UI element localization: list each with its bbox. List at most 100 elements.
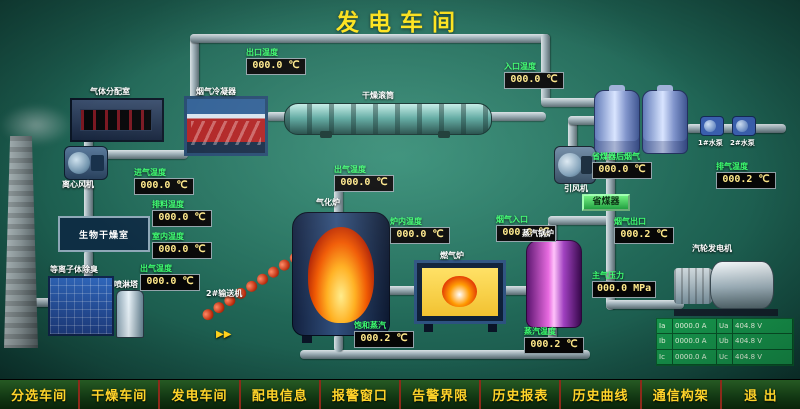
- display-value: 000.0 ℃: [496, 225, 556, 242]
- generator-base: [674, 309, 778, 316]
- conveyor-label: 2#输送机: [206, 289, 243, 298]
- generator-data-table: Ia 0000.0 A Ua 404.8 V Ib 0000.0 A Ub 40…: [656, 318, 794, 366]
- display-value: 000.0 ℃: [134, 178, 194, 195]
- pipe: [190, 34, 199, 102]
- pipe: [486, 112, 546, 121]
- table-cell: 0000.0 A: [673, 334, 717, 350]
- display-label: 蒸汽温度: [524, 327, 556, 336]
- scada-canvas: 发电车间 气体分配室 烟气冷凝器: [0, 0, 800, 380]
- pipe: [190, 34, 550, 43]
- display-label: 入口温度: [504, 62, 536, 71]
- display-label: 进气温度: [134, 168, 166, 177]
- gas-distribution-panel: [80, 109, 152, 131]
- table-cell: Ib: [657, 334, 673, 350]
- inlet-temp-display: 入口温度 000.0 ℃: [504, 63, 564, 89]
- economizer-button[interactable]: 省煤器: [582, 194, 630, 211]
- water-tank-2: [642, 85, 688, 154]
- pipe: [334, 186, 343, 218]
- bio-drying-room: 生物干燥室: [58, 216, 150, 252]
- nav-item-exit[interactable]: 退 出: [719, 380, 800, 409]
- gasifier-flame: [308, 227, 374, 323]
- steam-boiler-label: 蒸汽锅炉: [522, 229, 554, 238]
- nav-item-generation-workshop[interactable]: 发电车间: [158, 380, 239, 409]
- flue-gas-condenser: [184, 96, 268, 156]
- centrifugal-fan: [64, 146, 108, 180]
- conveyor: [200, 249, 306, 324]
- display-label: 出气温度: [334, 165, 366, 174]
- nav-item-alarm-window[interactable]: 报警窗口: [318, 380, 400, 409]
- display-value: 000.0 ℃: [390, 227, 450, 244]
- nav-item-comm-architecture[interactable]: 通信构架: [639, 380, 720, 409]
- display-label: 排气温度: [716, 162, 748, 171]
- drying-drum-label: 干燥滚筒: [362, 91, 394, 100]
- pipe: [541, 34, 550, 104]
- display-label: 出气温度: [140, 264, 172, 273]
- pump2-label: 2#水泵: [730, 139, 755, 147]
- table-cell: Ia: [657, 319, 673, 335]
- fan-housing: [68, 152, 90, 174]
- tank-cap: [657, 85, 673, 91]
- pump-impeller: [704, 120, 716, 132]
- display-label: 烟气入口: [496, 215, 528, 224]
- nav-item-drying-workshop[interactable]: 干燥车间: [78, 380, 159, 409]
- fan-housing: [558, 153, 582, 177]
- bottom-nav-bar: 分选车间 干燥车间 发电车间 配电信息 报警窗口 告警界限 历史报表 历史曲线 …: [0, 379, 800, 409]
- bio-drying-room-label: 生物干燥室: [78, 230, 129, 241]
- table-cell: Ua: [717, 319, 733, 335]
- display-value: 000.0 ℃: [152, 210, 212, 227]
- display-value: 000.2 ℃: [716, 172, 776, 189]
- nav-item-sorting-workshop[interactable]: 分选车间: [0, 380, 79, 409]
- table-cell: 404.8 V: [733, 349, 793, 365]
- tank-cap: [609, 85, 625, 91]
- gas-furnace-window: [422, 268, 498, 316]
- gas-furnace-leg: [424, 324, 433, 332]
- saturated-steam-temp-display: 饱和蒸汽 000.2 ℃: [354, 322, 414, 348]
- steam-boiler: [526, 240, 582, 328]
- room-temp-display: 室内温度 000.0 ℃: [152, 233, 212, 259]
- gas-distribution-room: [70, 98, 164, 142]
- gas-furnace: [414, 260, 506, 324]
- gasifier-label: 气化炉: [316, 198, 340, 207]
- water-tank-1: [594, 85, 640, 154]
- pipe: [386, 286, 420, 295]
- generator-section: [710, 261, 774, 309]
- table-cell: 404.8 V: [733, 319, 793, 335]
- pipe: [606, 148, 615, 310]
- pipe: [568, 116, 577, 152]
- pipe: [104, 150, 188, 159]
- pipe: [84, 138, 93, 224]
- table-cell: 0000.0 A: [673, 349, 717, 365]
- fluegas-outlet-temp-display: 烟气出口 000.2 ℃: [614, 218, 674, 244]
- pipe: [30, 298, 56, 307]
- pump-impeller: [736, 120, 748, 132]
- plasma-deodorizer-label: 等离子体除臭: [50, 265, 98, 274]
- gas-distribution-room-label: 气体分配室: [90, 87, 130, 96]
- intake-air-temp-display: 进气温度 000.0 ℃: [134, 169, 194, 195]
- display-value: 000.0 ℃: [246, 58, 306, 75]
- drum-support: [320, 131, 332, 138]
- pump1-label: 1#水泵: [698, 139, 723, 147]
- outlet-temp-display: 出口温度 000.0 ℃: [246, 49, 306, 75]
- gas-furnace-leg: [488, 324, 497, 332]
- spray-tower: [116, 290, 144, 338]
- table-cell: 0000.0 A: [673, 319, 717, 335]
- condenser-label: 烟气冷凝器: [196, 87, 236, 96]
- page-title: 发电车间: [336, 10, 464, 36]
- pipe: [548, 216, 614, 225]
- outgas-temp-display-left: 出气温度 000.0 ℃: [140, 265, 200, 291]
- drying-drum: [284, 103, 492, 135]
- display-value: 000.0 ℃: [334, 175, 394, 192]
- display-label: 炉内温度: [390, 217, 422, 226]
- nav-item-alarm-limits[interactable]: 告警界限: [399, 380, 480, 409]
- nav-item-history-report[interactable]: 历史报表: [479, 380, 560, 409]
- gas-furnace-flame: [441, 275, 477, 308]
- conveyor-arrows: ▶▶: [216, 329, 232, 340]
- spray-tower-label: 喷淋塔: [114, 280, 138, 289]
- economizer-fluegas-temp-display: 省煤器后烟气 000.0 ℃: [592, 153, 652, 179]
- nav-item-history-curve[interactable]: 历史曲线: [559, 380, 640, 409]
- nav-item-power-distribution[interactable]: 配电信息: [238, 380, 319, 409]
- display-label: 排料温度: [152, 200, 184, 209]
- turbine-generator-label: 汽轮发电机: [692, 244, 732, 253]
- pipe: [541, 98, 601, 107]
- furnace-temp-display: 炉内温度 000.0 ℃: [390, 218, 450, 244]
